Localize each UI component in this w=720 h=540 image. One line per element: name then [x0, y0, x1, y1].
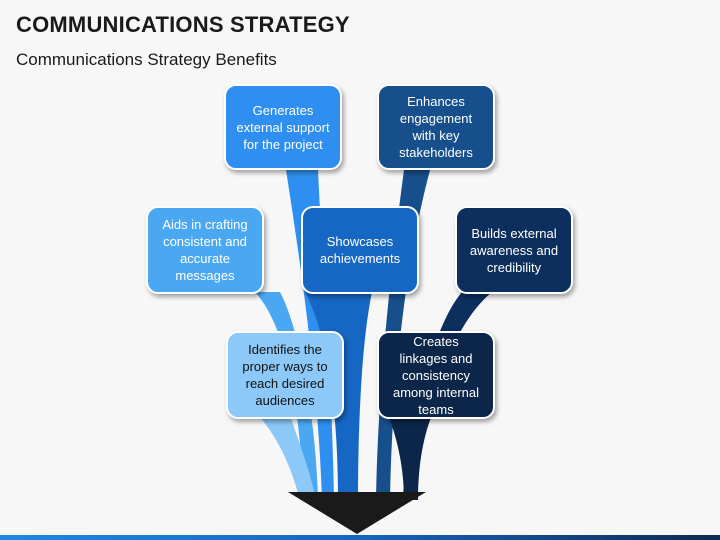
box-showcases: Showcases achievements [301, 206, 419, 294]
footer-bar [0, 535, 720, 540]
box-identifies: Identifies the proper ways to reach desi… [226, 331, 344, 419]
stem-aids [255, 292, 318, 500]
page-subtitle: Communications Strategy Benefits [16, 50, 277, 69]
box-enhances: Enhances engagement with key stakeholder… [377, 84, 495, 170]
box-aids-text: Aids in crafting consistent and accurate… [162, 217, 248, 283]
box-generates-text: Generates external support for the proje… [236, 102, 330, 152]
box-builds: Builds external awareness and credibilit… [455, 206, 573, 294]
box-identifies-text: Identifies the proper ways to reach desi… [242, 342, 328, 408]
stem-creates [388, 415, 432, 500]
arrow-head [288, 492, 426, 534]
box-creates-text: Creates linkages and consistency among i… [393, 333, 479, 417]
stem-identifies [258, 415, 316, 500]
box-builds-text: Builds external awareness and credibilit… [469, 225, 559, 275]
box-generates: Generates external support for the proje… [224, 84, 342, 170]
box-creates: Creates linkages and consistency among i… [377, 331, 495, 419]
page-title: COMMUNICATIONS STRATEGY [16, 12, 350, 37]
box-aids: Aids in crafting consistent and accurate… [146, 206, 264, 294]
box-showcases-text: Showcases achievements [319, 234, 401, 266]
box-enhances-text: Enhances engagement with key stakeholder… [399, 94, 473, 160]
